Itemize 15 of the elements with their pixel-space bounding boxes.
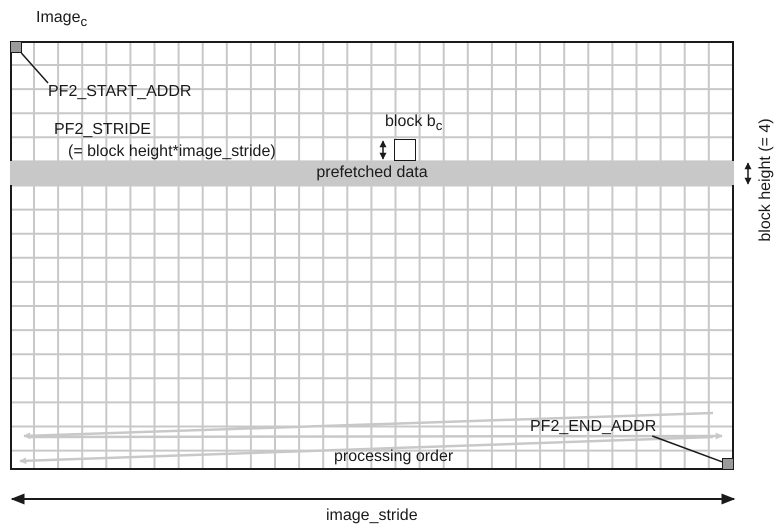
leader-line [652,435,722,462]
end-pixel-marker [722,458,734,470]
register-label: PF2_END_ADDR [530,418,656,436]
band-label: prefetched data [316,164,428,182]
prefetched-data-band [10,161,734,185]
image-title: Image$_{c}$ [36,9,88,32]
block-label: block b$_{c}$ [385,113,442,136]
processing-order-label: processing order [334,448,454,466]
formula-note: (= block height*image_stride) [68,143,276,161]
register-label: PF2_START_ADDR [48,83,192,101]
register-label: PF2_STRIDE [54,121,151,139]
leader-line [20,52,49,84]
start-pixel-marker [10,41,22,53]
dimension-label: block height (= 4) [757,118,774,242]
dimension-label: image_stride [326,507,418,525]
